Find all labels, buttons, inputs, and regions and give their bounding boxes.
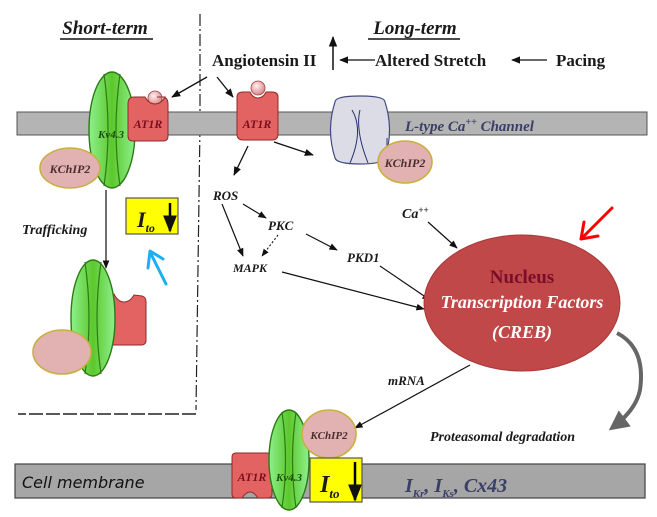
- ito-decrease-box-membrane: Ito: [309, 457, 363, 503]
- kv43-channel-bottom: Kv4.3: [268, 409, 310, 511]
- ros-to-mapk-arrow: [221, 203, 244, 257]
- svg-text:KChIP2: KChIP2: [49, 162, 91, 176]
- internalized-complex: [32, 259, 147, 377]
- at1r-receptor-short: AT1R: [127, 90, 169, 142]
- svg-text:Kv4.3: Kv4.3: [97, 129, 124, 141]
- mapk-to-nucleus-arrow: [281, 271, 425, 311]
- heading-long-term: Long-term: [368, 18, 460, 40]
- angiotensin-to-at1r-long-arrow: [216, 76, 234, 98]
- svg-text:AT1R: AT1R: [133, 117, 163, 131]
- l-type-channel-label: L-type Ca++ Channel: [404, 117, 535, 135]
- ito-decrease-box-short: Ito: [125, 197, 179, 235]
- pkc-label: PKC: [268, 218, 294, 233]
- ikr-iks-cx43-label: IKr, IKs, Cx43: [404, 475, 507, 500]
- angiotensin-ligand: [250, 80, 266, 96]
- kchip2-short: KChIP2: [39, 147, 101, 189]
- blue-annotation-arrow: [146, 249, 168, 286]
- angiotensin-ii-label: Angiotensin II: [212, 51, 317, 70]
- creb-label: (CREB): [492, 322, 552, 343]
- kchip2-bottom: KChIP2: [301, 409, 357, 459]
- nucleus-title: Nucleus: [490, 267, 554, 288]
- red-annotation-arrow: [579, 206, 614, 241]
- trafficking-label: Trafficking: [22, 223, 87, 238]
- pkc-to-pkd1-arrow: [305, 233, 338, 251]
- calcium-label: Ca++: [402, 205, 429, 222]
- at1r-receptor-bottom: AT1R: [231, 452, 273, 499]
- svg-text:Short-term: Short-term: [62, 18, 148, 39]
- short-term-divider: [18, 14, 201, 415]
- nucleus: Nucleus Transcription Factors (CREB): [423, 234, 621, 372]
- proteasomal-degradation-label: Proteasomal degradation: [430, 430, 575, 445]
- heading-short-term: Short-term: [60, 18, 153, 40]
- svg-text:AT1R: AT1R: [237, 470, 267, 484]
- svg-text:Ito: Ito: [319, 472, 340, 501]
- at1r-to-channel-arrow: [273, 141, 314, 156]
- svg-text:AT1R: AT1R: [242, 117, 272, 131]
- transcription-factors-label: Transcription Factors: [441, 292, 604, 312]
- degradation-curved-arrow: [608, 331, 643, 431]
- internalized-kchip2: [32, 329, 92, 375]
- ros-to-pkc-arrow: [242, 203, 267, 219]
- mrna-label: mRNA: [388, 373, 425, 388]
- kchip2-long: KChIP2: [377, 140, 433, 184]
- pkd1-to-nucleus-arrow: [379, 265, 431, 301]
- kv43-channel-short: Kv4.3: [88, 71, 136, 189]
- at1r-receptor-long: AT1R: [236, 80, 279, 141]
- mapk-label: MAPK: [232, 261, 268, 275]
- calcium-to-nucleus-arrow: [427, 221, 458, 249]
- pkc-to-mapk-dotted-arrow: [261, 234, 279, 257]
- pacing-label: Pacing: [556, 51, 606, 70]
- pkd1-label: PKD1: [347, 250, 380, 265]
- svg-text:KChIP2: KChIP2: [384, 156, 426, 170]
- svg-text:Ito: Ito: [136, 207, 155, 235]
- cell-membrane-label: Cell membrane: [22, 473, 145, 492]
- svg-text:Long-term: Long-term: [372, 18, 456, 39]
- svg-text:KChIP2: KChIP2: [309, 430, 348, 442]
- mrna-arrow: [354, 364, 471, 429]
- svg-text:Kv4.3: Kv4.3: [275, 472, 302, 484]
- internalized-at1r: [107, 293, 147, 346]
- at1r-to-ros-arrow: [233, 145, 249, 176]
- angiotensin-to-at1r-short-arrow: [171, 76, 208, 98]
- ros-label: ROS: [212, 188, 238, 203]
- altered-stretch-label: Altered Stretch: [375, 51, 487, 70]
